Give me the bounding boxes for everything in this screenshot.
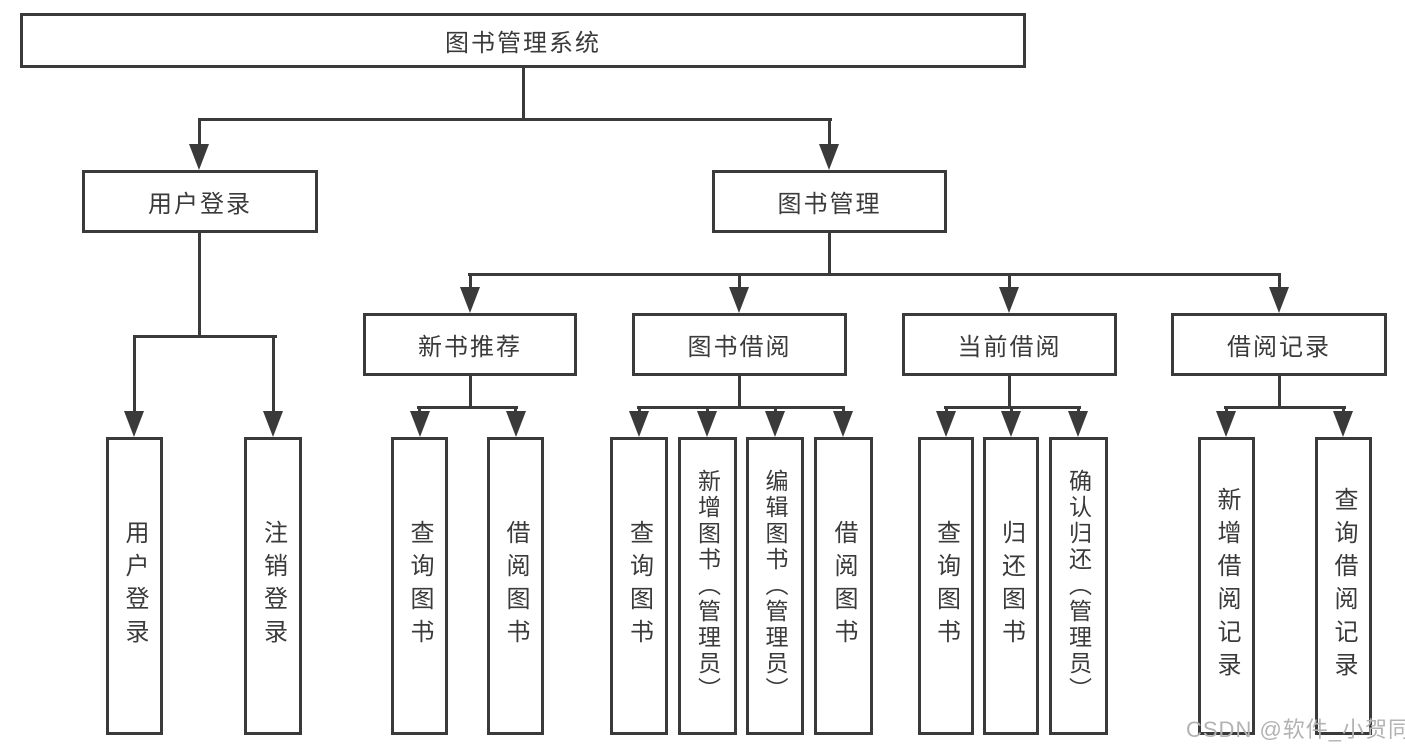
connector-stem-current-borrowing — [1008, 276, 1011, 290]
arrowhead-to-leaf-borrow-books — [833, 411, 853, 437]
connector-mgmt-drop — [828, 233, 831, 275]
leaf-query-borrow-record: 查询借阅记录 — [1315, 437, 1372, 735]
connector-borrowing-branch — [637, 406, 845, 409]
node-label: 图书借阅 — [687, 334, 792, 361]
node-label: 新增借阅记录 — [1213, 487, 1240, 685]
arrowhead-to-leaf-logout — [263, 411, 283, 437]
node-new-book-recommend: 新书推荐 — [363, 313, 577, 376]
connector-root-drop — [522, 68, 525, 120]
node-label: 用户登录 — [148, 191, 252, 218]
arrowhead-to-leaf-borrow-recommend — [506, 411, 526, 437]
node-label: 确认归还（管理员） — [1065, 469, 1092, 703]
node-label: 借阅记录 — [1227, 334, 1331, 361]
node-label: 编辑图书（管理员） — [762, 469, 788, 703]
node-book-borrowing: 图书借阅 — [632, 313, 847, 376]
node-borrow-records: 借阅记录 — [1171, 313, 1387, 376]
leaf-edit-books-admin: 编辑图书（管理员） — [746, 437, 804, 735]
leaf-query-books-recommend: 查询图书 — [391, 437, 448, 735]
arrowhead-to-new-book — [460, 287, 480, 313]
arrowhead-to-leaf-query-recommend — [410, 411, 430, 437]
connector-stem-new-book — [469, 276, 472, 290]
arrowhead-to-leaf-query-current — [936, 411, 956, 437]
arrowhead-to-user-login — [189, 144, 209, 170]
leaf-user-login: 用户登录 — [106, 437, 163, 735]
node-label: 查询图书 — [406, 520, 433, 652]
arrowhead-to-leaf-add-books — [697, 411, 717, 437]
arrowhead-to-borrow-records — [1269, 287, 1289, 313]
leaf-add-borrow-record: 新增借阅记录 — [1198, 437, 1255, 735]
arrowhead-to-leaf-user-login — [124, 411, 144, 437]
connector-level1-branch — [198, 118, 832, 121]
connector-current-branch — [944, 406, 1081, 409]
leaf-borrow-books-recommend: 借阅图书 — [487, 437, 544, 735]
node-label: 图书管理 — [777, 191, 882, 218]
node-label: 查询借阅记录 — [1330, 487, 1357, 685]
node-label: 归还图书 — [997, 520, 1025, 652]
node-label: 借阅图书 — [502, 520, 529, 652]
node-label: 注销登录 — [259, 520, 287, 652]
arrowhead-to-leaf-query-borrowing — [629, 411, 649, 437]
connector-newbook-drop — [469, 376, 472, 408]
connector-login-branch — [133, 335, 277, 338]
node-label: 查询图书 — [625, 520, 653, 652]
node-label: 查询图书 — [932, 520, 960, 652]
node-label: 新增图书（管理员） — [694, 469, 721, 703]
node-user-login: 用户登录 — [82, 170, 318, 233]
connector-stem-borrow-records — [1278, 276, 1281, 290]
node-label: 当前借阅 — [957, 334, 1062, 361]
arrowhead-to-current-borrowing — [999, 287, 1019, 313]
connector-stem-book-borrowing — [738, 276, 741, 290]
leaf-return-books: 归还图书 — [983, 437, 1039, 735]
node-label: 新书推荐 — [418, 334, 522, 361]
leaf-borrow-books: 借阅图书 — [814, 437, 873, 735]
arrowhead-to-leaf-query-record — [1333, 411, 1353, 437]
connector-stem-leaf-logout — [272, 337, 275, 413]
leaf-query-books-current: 查询图书 — [918, 437, 974, 735]
node-book-management: 图书管理 — [712, 170, 947, 233]
node-library-system: 图书管理系统 — [20, 13, 1026, 68]
leaf-add-books-admin: 新增图书（管理员） — [678, 437, 737, 735]
leaf-confirm-return-admin: 确认归还（管理员） — [1049, 437, 1108, 735]
arrowhead-to-leaf-confirm-return — [1068, 411, 1088, 437]
node-label: 借阅图书 — [830, 520, 857, 652]
connector-level3-branch — [468, 273, 1281, 276]
arrowhead-to-leaf-add-record — [1216, 411, 1236, 437]
watermark: CSDN @软件_小贺同学 — [1186, 717, 1405, 742]
connector-current-drop — [1008, 376, 1011, 408]
connector-stem-leaf-user-login — [133, 337, 136, 413]
connector-records-drop — [1278, 376, 1281, 408]
leaf-logout: 注销登录 — [244, 437, 302, 735]
node-label: 用户登录 — [121, 520, 148, 652]
connector-login-drop — [198, 233, 201, 337]
node-label: 图书管理系统 — [445, 30, 601, 57]
connector-borrowing-drop — [738, 376, 741, 408]
node-current-borrowing: 当前借阅 — [902, 313, 1117, 376]
connector-newbook-branch — [417, 406, 518, 409]
leaf-query-books-borrowing: 查询图书 — [610, 437, 668, 735]
connector-stem-user-login — [198, 120, 201, 146]
connector-stem-book-management — [828, 120, 831, 146]
arrowhead-to-leaf-edit-books — [765, 411, 785, 437]
arrowhead-to-book-borrowing — [729, 287, 749, 313]
connector-records-branch — [1224, 406, 1346, 409]
arrowhead-to-book-management — [819, 144, 839, 170]
arrowhead-to-leaf-return-books — [1001, 411, 1021, 437]
